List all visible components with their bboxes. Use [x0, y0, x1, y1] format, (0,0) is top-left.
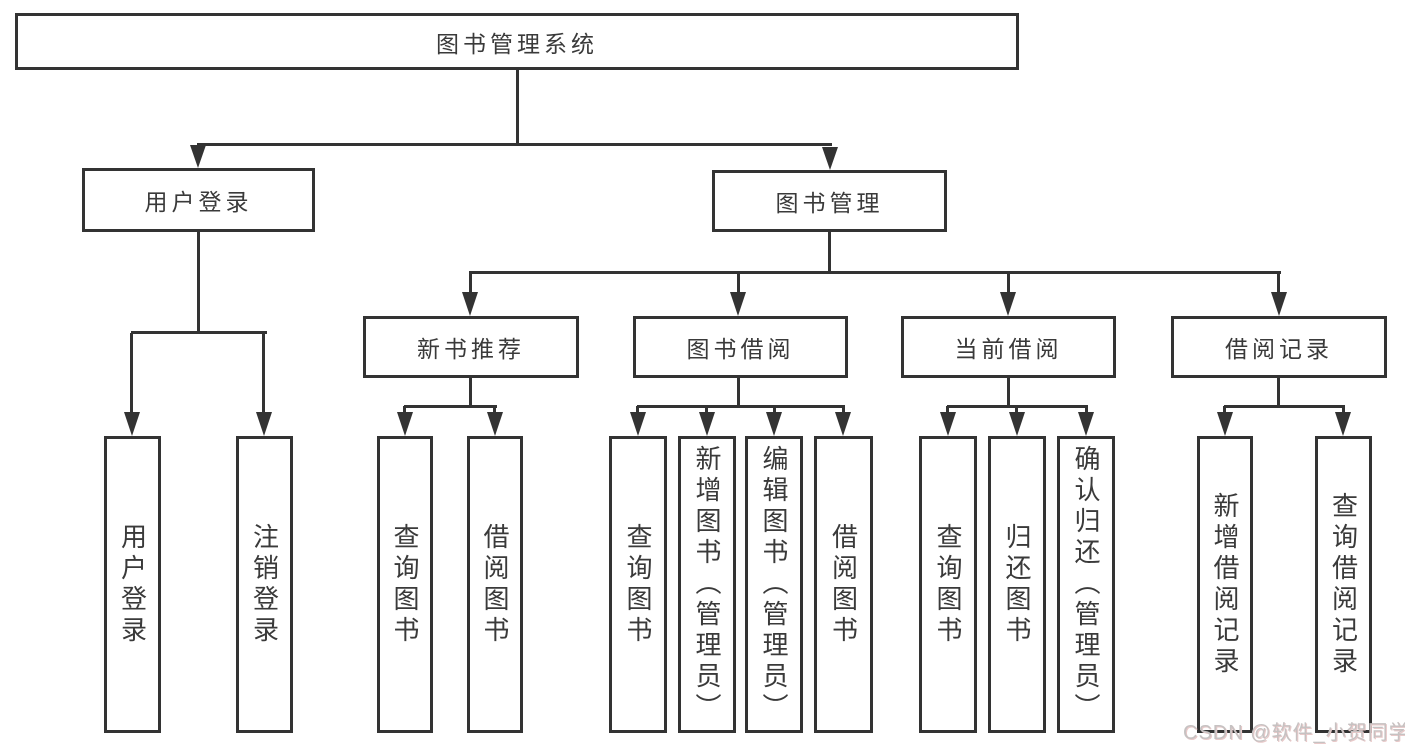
leaf-label: 归还图书: [1002, 522, 1032, 647]
leaf-label: 查询借阅记录: [1328, 491, 1359, 678]
arrowhead-down-icon: [487, 412, 503, 436]
arrowhead-down-icon: [1009, 412, 1025, 436]
node-borrowing-records: 借阅记录: [1171, 316, 1387, 378]
node-label: 图书管理系统: [436, 30, 598, 57]
arrowhead-down-icon: [1078, 412, 1094, 436]
leaf-return-books: 归还图书: [988, 436, 1046, 733]
arrowhead-down-icon: [835, 412, 851, 436]
connector-root-bar: [197, 143, 832, 146]
arrowhead-down-icon: [766, 412, 782, 436]
leaf-edit-book-admin: 编辑图书（管理员）: [745, 436, 803, 733]
connector-records-bar: [1224, 405, 1345, 408]
leaf-label: 查询图书: [933, 522, 963, 647]
arrowhead-down-icon: [630, 412, 646, 436]
node-label: 图书管理: [775, 190, 884, 216]
connector-recommend-bar: [404, 405, 497, 408]
arrowhead-down-icon: [397, 412, 413, 436]
watermark: CSDN @软件_小贺同学: [1183, 722, 1405, 744]
connector-borrowing-bar: [637, 405, 845, 408]
connector-records-stem: [1277, 376, 1280, 408]
leaf-query-books-recommend: 查询图书: [377, 436, 433, 733]
leaf-query-books-current: 查询图书: [919, 436, 977, 733]
connector-borrowing-stem: [737, 376, 740, 408]
node-user-login: 用户登录: [82, 168, 315, 232]
arrowhead-down-icon: [699, 412, 715, 436]
leaf-label: 查询图书: [390, 522, 420, 647]
connector-drop: [469, 272, 472, 296]
arrowhead-down-icon: [190, 145, 206, 168]
leaf-user-login: 用户登录: [104, 436, 161, 733]
node-label: 新书推荐: [417, 336, 525, 362]
arrowhead-down-icon: [822, 147, 838, 170]
connector-drop: [130, 333, 133, 416]
connector-userlogin-bar: [131, 331, 267, 334]
node-label: 用户登录: [144, 189, 253, 215]
arrowhead-down-icon: [1271, 292, 1287, 316]
connector-drop: [262, 333, 265, 416]
leaf-query-borrow-record: 查询借阅记录: [1315, 436, 1372, 733]
connector-root-stem: [516, 68, 519, 146]
leaf-label: 编辑图书（管理员）: [759, 445, 789, 724]
node-label: 图书借阅: [686, 336, 795, 362]
leaf-add-book-admin: 新增图书（管理员）: [678, 436, 736, 733]
arrowhead-down-icon: [256, 412, 272, 436]
connector-bookmgmt-stem: [828, 230, 831, 274]
leaf-label: 新增借阅记录: [1210, 491, 1240, 678]
leaf-label: 查询图书: [623, 522, 653, 647]
arrowhead-down-icon: [1217, 412, 1233, 436]
leaf-add-borrow-record: 新增借阅记录: [1197, 436, 1253, 733]
node-library-management-system: 图书管理系统: [15, 13, 1019, 70]
connector-drop: [1277, 272, 1280, 296]
leaf-label: 用户登录: [117, 522, 148, 647]
arrowhead-down-icon: [940, 412, 956, 436]
leaf-logout: 注销登录: [236, 436, 293, 733]
node-current-borrowing: 当前借阅: [901, 316, 1116, 378]
leaf-label: 借阅图书: [828, 522, 859, 647]
arrowhead-down-icon: [1000, 292, 1016, 316]
connector-current-stem: [1007, 376, 1010, 408]
leaf-label: 确认归还（管理员）: [1071, 445, 1101, 724]
leaf-borrow-books-recommend: 借阅图书: [467, 436, 523, 733]
leaf-query-books-borrowing: 查询图书: [609, 436, 667, 733]
leaf-confirm-return-admin: 确认归还（管理员）: [1057, 436, 1115, 733]
arrowhead-down-icon: [730, 292, 746, 316]
node-new-book-recommendation: 新书推荐: [363, 316, 579, 378]
leaf-label: 借阅图书: [480, 522, 510, 647]
connector-userlogin-stem: [197, 230, 200, 334]
arrowhead-down-icon: [124, 412, 140, 436]
arrowhead-down-icon: [462, 292, 478, 316]
leaf-label: 注销登录: [249, 522, 280, 647]
arrowhead-down-icon: [1335, 412, 1351, 436]
connector-recommend-stem: [469, 376, 472, 408]
node-book-management: 图书管理: [712, 170, 947, 232]
leaf-borrow-books-borrowing: 借阅图书: [814, 436, 873, 733]
connector-drop: [737, 272, 740, 296]
node-label: 借阅记录: [1225, 336, 1333, 362]
leaf-label: 新增图书（管理员）: [692, 445, 722, 724]
node-book-borrowing: 图书借阅: [633, 316, 848, 378]
connector-bookmgmt-bar: [469, 271, 1281, 274]
node-label: 当前借阅: [954, 336, 1063, 362]
connector-drop: [1007, 272, 1010, 296]
